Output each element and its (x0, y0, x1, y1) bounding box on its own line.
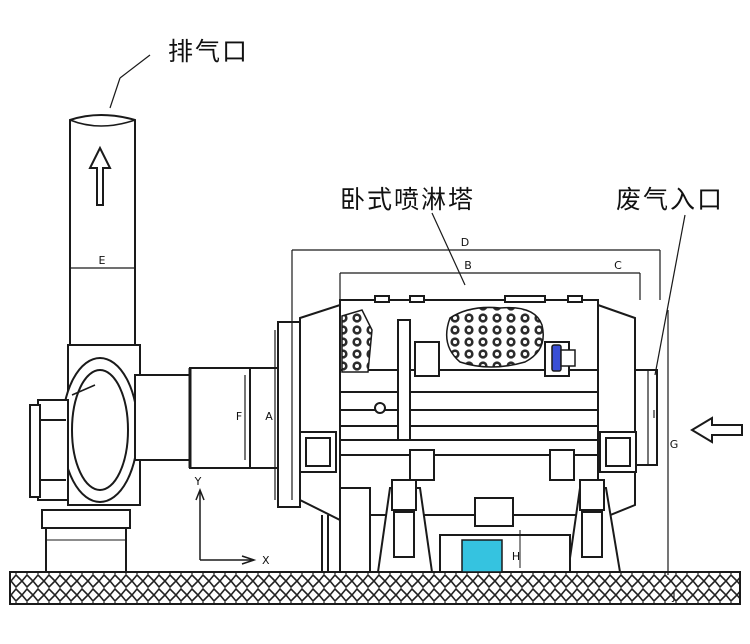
tower-label: 卧式喷淋塔 (340, 185, 476, 214)
dim-d: D (461, 236, 469, 249)
dimension-labels: D B C E F A G I H J (99, 236, 679, 603)
dim-a: A (265, 410, 273, 423)
dim-c: C (614, 259, 622, 272)
up-arrow-icon (88, 145, 112, 206)
exhaust-stack (69, 114, 136, 346)
axis-x-label: X (262, 554, 270, 567)
dim-i: I (652, 408, 655, 421)
dim-e: E (99, 254, 106, 267)
dim-h: H (512, 550, 520, 563)
dim-f: F (236, 410, 242, 423)
fan-housing (29, 344, 141, 506)
tower-body (277, 295, 658, 522)
dim-b: B (464, 259, 472, 272)
exhaust-outlet-label: 排气口 (168, 37, 250, 66)
gas-inlet-label: 废气入口 (616, 185, 725, 214)
ground (9, 571, 741, 605)
coordinate-axes (195, 487, 257, 565)
packing-media (341, 306, 544, 373)
fan-base (41, 509, 131, 573)
inlet-arrow-icon (690, 416, 743, 444)
pump-tank (461, 539, 503, 573)
fan-motor (551, 344, 576, 372)
dim-j: J (671, 590, 675, 603)
dimension-lines (70, 54, 686, 575)
dim-g: G (670, 438, 679, 451)
axis-y-label: Y (194, 475, 202, 488)
